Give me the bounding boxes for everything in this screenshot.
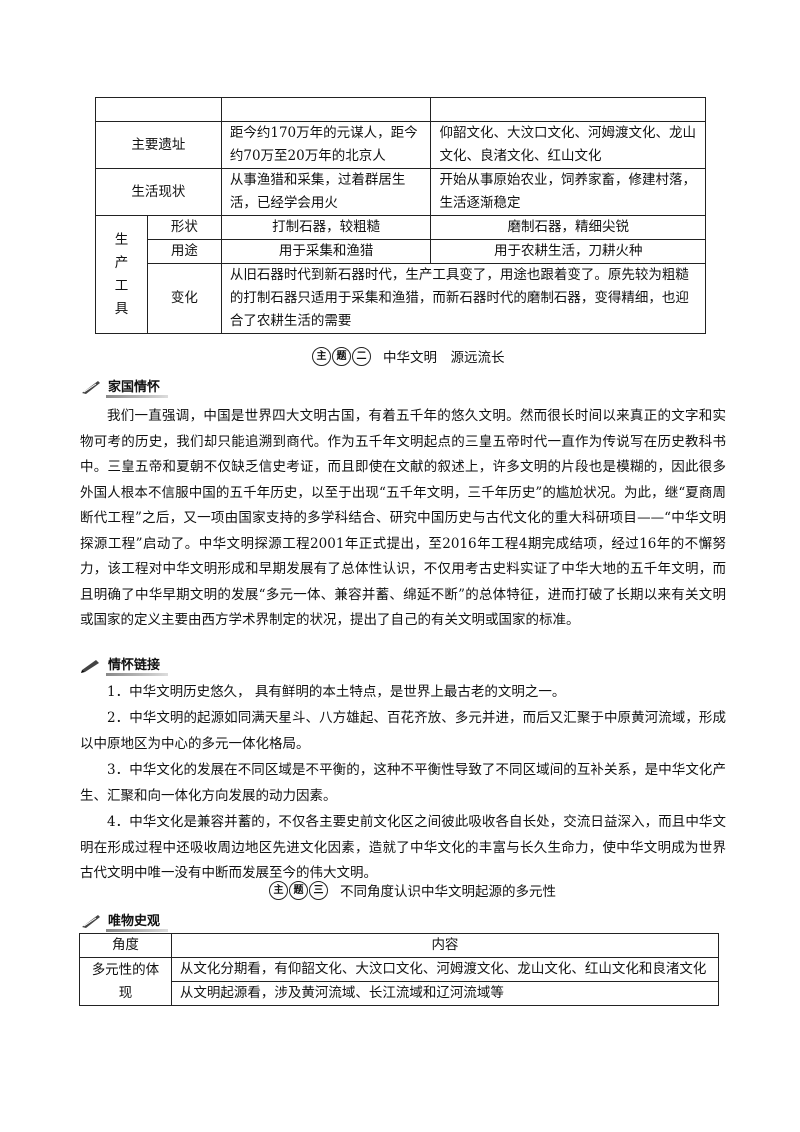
section-label: 唯物史观 (106, 910, 169, 932)
table-header: 角度 (79, 933, 172, 958)
table-row (95, 97, 706, 122)
feather-pen-icon (82, 914, 100, 928)
neo-sites: 仰韶文化、大汶口文化、河姆渡文化、龙山文化、良渚文化、红山文化 (430, 121, 706, 169)
row-label-life: 生活现状 (95, 168, 222, 216)
list-item: 2．中华文明的起源如同满天星斗、八方雄起、百花齐放、多元并进，而后又汇聚于中原黄… (80, 710, 726, 752)
list-item: 1．中华文明历史悠久， 具有鲜明的本土特点，是世界上最古老的文明之一。 (107, 684, 566, 700)
theme-three-heading: 主 题 三 不同角度认识中华文明起源的多元性 (269, 880, 556, 900)
diversity-table: 角度 内容 多元性的体现 从文化分期看，有仰韶文化、大汶口文化、河姆渡文化、龙山… (79, 933, 720, 1006)
theme-title: 中华文明 源远流长 (383, 350, 505, 366)
theme-badge: 主 题 三 (269, 880, 328, 900)
badge-char: 二 (352, 346, 371, 366)
table-row: 从文明起源看，涉及黄河流域、长江流域和辽河流域等 (80, 981, 720, 1006)
table-row: 多元性的体现 从文化分期看，有仰韶文化、大汶口文化、河姆渡文化、龙山文化、红山文… (79, 957, 720, 1006)
neo-life: 开始从事原始农业，饲养家畜，修建村落，生活逐渐稳定 (430, 168, 706, 216)
table-cell: 从文明起源看，涉及黄河流域、长江流域和辽河流域等 (170, 981, 720, 1006)
row-label-change: 变化 (146, 263, 222, 334)
feather-pen-icon (82, 380, 100, 394)
table-row: 角度 内容 (79, 933, 720, 958)
list-item: 4．中华文化是兼容并蓄的，不仅各主要史前文化区之间彼此吸收各自长处，交流日益深入… (80, 814, 726, 881)
theme-badge: 主 题 二 (312, 346, 371, 366)
badge-char: 题 (289, 880, 308, 900)
pencil-icon (81, 659, 99, 673)
theme-two-heading: 主 题 二 中华文明 源远流长 (312, 346, 505, 366)
jiaguo-paragraph: 我们一直强调，中国是世界四大文明古国，有着五千年的悠久文明。然而很长时间以来真正… (80, 408, 726, 628)
paleo-use: 用于采集和渔猎 (220, 239, 432, 264)
theme-title: 不同角度认识中华文明起源的多元性 (340, 884, 556, 900)
paleo-neo-comparison-table: 主要遗址 距今约170万年的元谋人，距今约70万至20万年的北京人 仰韶文化、大… (95, 97, 707, 334)
paleo-shape: 打制石器，较粗糙 (220, 215, 432, 240)
table-row: 生活现状 从事渔猎和采集，过着群居生活，已经学会用火 开始从事原始农业，饲养家畜… (95, 168, 706, 216)
badge-char: 主 (269, 880, 288, 900)
table-row: 主要遗址 距今约170万年的元谋人，距今约70万至20万年的北京人 仰韶文化、大… (95, 121, 706, 169)
badge-char: 三 (309, 880, 328, 900)
row-label-shape: 形状 (146, 215, 222, 240)
badge-char: 主 (312, 346, 331, 366)
table-cell (430, 97, 706, 122)
table-cell (220, 97, 432, 122)
row-label-diversity: 多元性的体现 (79, 957, 172, 1006)
section-label: 家国情怀 (106, 376, 169, 398)
row-label-use: 用途 (146, 239, 222, 264)
section-heading-link: 情怀链接 (80, 654, 169, 676)
neo-use: 用于农耕生活，刀耕火种 (430, 239, 706, 264)
table-cell: 从文化分期看，有仰韶文化、大汶口文化、河姆渡文化、龙山文化、红山文化和良渚文化 (170, 957, 720, 982)
table-header: 内容 (170, 933, 720, 958)
table-row: 变化 从旧石器时代到新石器时代，生产工具变了，用途也跟着变了。原先较为粗糙的打制… (96, 263, 707, 334)
table-cell (95, 97, 222, 122)
neo-shape: 磨制石器，精细尖锐 (430, 215, 706, 240)
list-item: 3．中华文化的发展在不同区域是不平衡的，这种不平衡性导致了不同区域间的互补关系，… (80, 762, 726, 804)
table-row: 生产工具 形状 打制石器，较粗糙 磨制石器，精细尖锐 (95, 215, 706, 334)
section-heading-jiaguo: 家国情怀 (80, 376, 169, 398)
section-label: 情怀链接 (106, 654, 169, 676)
row-label-tools: 生产工具 (95, 215, 148, 334)
paleo-sites: 距今约170万年的元谋人，距今约70万至20万年的北京人 (220, 121, 432, 169)
change-text: 从旧石器时代到新石器时代，生产工具变了，用途也跟着变了。原先较为粗糙的打制石器只… (220, 263, 707, 334)
table-row: 用途 用于采集和渔猎 用于农耕生活，刀耕火种 (96, 239, 706, 264)
row-label-sites: 主要遗址 (95, 121, 222, 169)
section-heading-weiwu: 唯物史观 (80, 910, 169, 932)
badge-char: 题 (332, 346, 351, 366)
paleo-life: 从事渔猎和采集，过着群居生活，已经学会用火 (220, 168, 432, 216)
